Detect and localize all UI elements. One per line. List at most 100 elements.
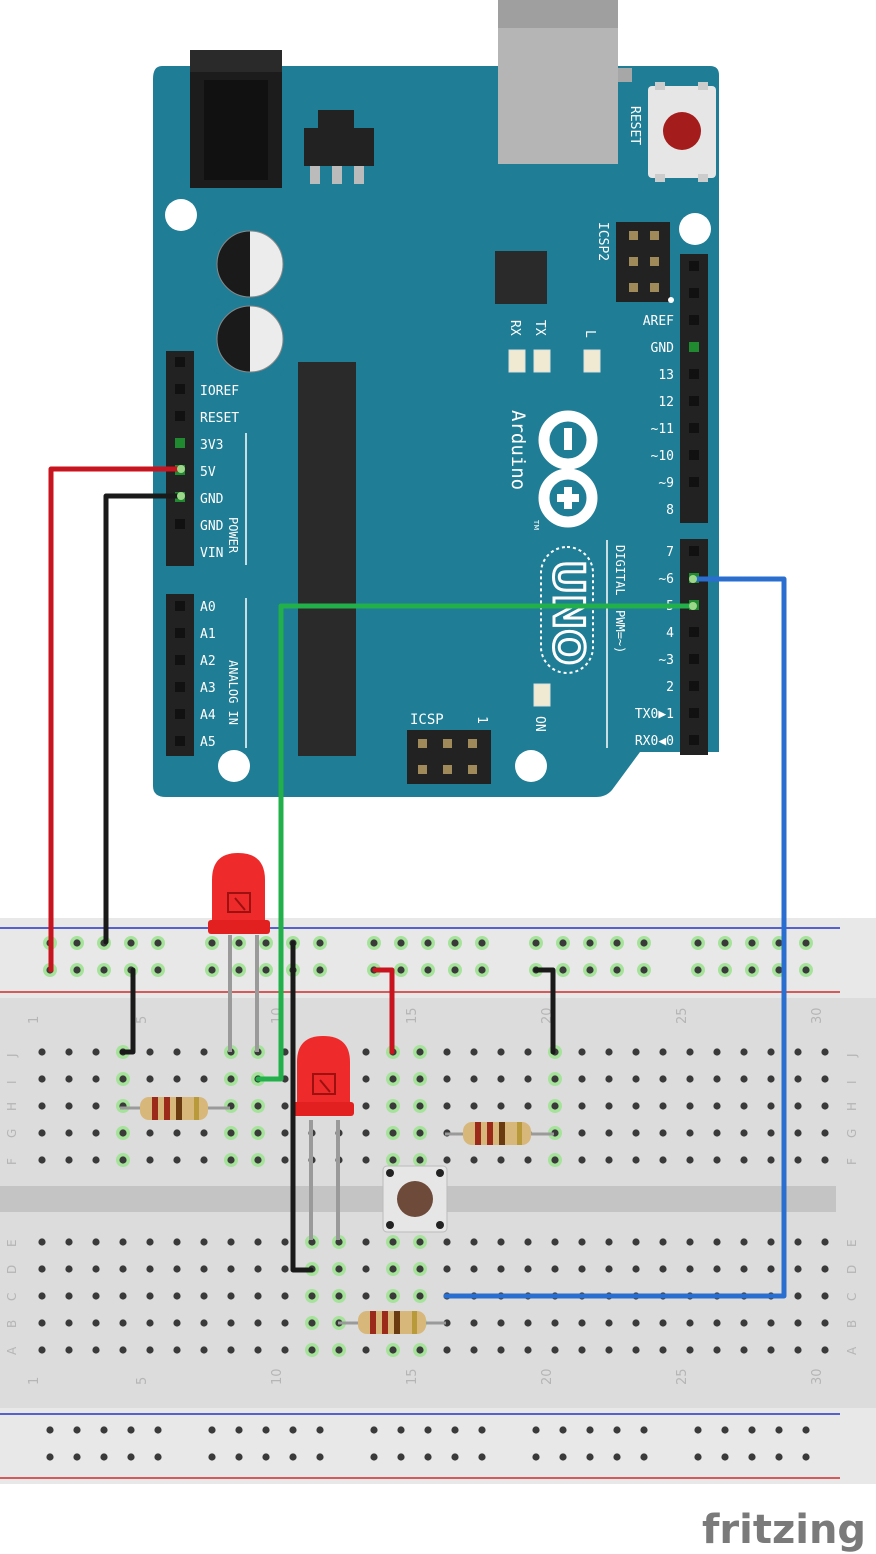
resistor-2 (445, 1122, 554, 1145)
breadboard-hole (308, 1346, 316, 1354)
breadboard-hole (92, 1265, 100, 1273)
row-letter: H (845, 1102, 859, 1111)
row-letter: G (5, 1129, 19, 1138)
row-letter: J (845, 1053, 859, 1058)
analog-section-label: ANALOG IN (226, 660, 240, 725)
breadboard-hole (748, 1453, 756, 1461)
breadboard-hole (694, 939, 702, 947)
breadboard-hole (370, 939, 378, 947)
breadboard-hole (559, 1453, 567, 1461)
digital-section-label: DIGITAL (PWM=~) (613, 545, 627, 653)
breadboard-hole (578, 1319, 586, 1327)
resistor-3 (338, 1311, 446, 1334)
breadboard-hole (173, 1319, 181, 1327)
breadboard-hole (335, 1238, 343, 1246)
breadboard-hole (740, 1129, 748, 1137)
analog-pin-label: A0 (200, 600, 216, 615)
breadboard-hole (524, 1048, 532, 1056)
digital-pin-label: 7 (666, 545, 674, 560)
breadboard-hole (470, 1156, 478, 1164)
wire-green-pin5 (255, 603, 696, 1082)
breadboard-hole (281, 1319, 289, 1327)
breadboard-hole (767, 1048, 775, 1056)
breadboard-hole (362, 1129, 370, 1137)
column-number: 30 (810, 1007, 825, 1024)
breadboard-hole (794, 1265, 802, 1273)
breadboard-hole (632, 1319, 640, 1327)
breadboard-hole (524, 1319, 532, 1327)
breadboard-hole (73, 966, 81, 974)
breadboard-hole (551, 1238, 559, 1246)
breadboard-hole (173, 1048, 181, 1056)
rx-led (508, 349, 526, 373)
breadboard-hole (686, 1129, 694, 1137)
breadboard-hole (559, 1426, 567, 1434)
breadboard-hole (524, 1156, 532, 1164)
breadboard-hole (613, 939, 621, 947)
breadboard-hole (721, 1426, 729, 1434)
pushbutton[interactable] (382, 1165, 448, 1233)
breadboard-hole (200, 1048, 208, 1056)
breadboard-hole (227, 1319, 235, 1327)
breadboard-hole (146, 1238, 154, 1246)
breadboard-hole (551, 1265, 559, 1273)
capacitor (214, 230, 284, 300)
header-pin (689, 288, 699, 298)
breadboard-hole (397, 966, 405, 974)
breadboard-hole (173, 1292, 181, 1300)
breadboard-hole (308, 1319, 316, 1327)
breadboard-hole (38, 1346, 46, 1354)
reset-button[interactable] (648, 82, 716, 182)
breadboard-hole (686, 1048, 694, 1056)
breadboard-hole (721, 1453, 729, 1461)
row-letter: F (5, 1158, 19, 1165)
breadboard-bottom-power-rail (0, 1408, 876, 1484)
breadboard-hole (497, 1075, 505, 1083)
row-letter: C (845, 1293, 859, 1301)
breadboard-hole (794, 1102, 802, 1110)
breadboard-hole (632, 1075, 640, 1083)
row-letter: F (845, 1158, 859, 1165)
arduino-logo (538, 410, 598, 528)
breadboard-hole (578, 1346, 586, 1354)
digital-pin-label: RX0◀0 (635, 734, 674, 749)
column-number: 10 (270, 1368, 285, 1385)
breadboard-hole (821, 1075, 829, 1083)
breadboard-hole (767, 1156, 775, 1164)
breadboard-hole (713, 1075, 721, 1083)
breadboard-hole (659, 1129, 667, 1137)
breadboard-hole (605, 1238, 613, 1246)
breadboard-hole (370, 1453, 378, 1461)
breadboard-hole (262, 1426, 270, 1434)
breadboard-hole (497, 1238, 505, 1246)
usb-chip (495, 251, 547, 304)
analog-header (166, 594, 194, 756)
wire-black-gnd (103, 493, 184, 945)
breadboard-hole (794, 1319, 802, 1327)
breadboard-hole (551, 1346, 559, 1354)
breadboard-hole (740, 1238, 748, 1246)
atmega-chip (298, 362, 356, 756)
icsp-pin1-label: 1 (474, 716, 489, 724)
breadboard-hole (605, 1265, 613, 1273)
breadboard-hole (227, 1265, 235, 1273)
breadboard-hole (362, 1048, 370, 1056)
header-pin (689, 708, 699, 718)
breadboard-hole (65, 1075, 73, 1083)
breadboard-hole (821, 1265, 829, 1273)
row-letter: B (5, 1320, 19, 1328)
header-pin (689, 450, 699, 460)
header-pin (175, 519, 185, 529)
breadboard-hole (640, 1426, 648, 1434)
breadboard-hole (470, 1319, 478, 1327)
breadboard-hole (73, 939, 81, 947)
breadboard-hole (235, 1426, 243, 1434)
breadboard-hole (443, 1102, 451, 1110)
breadboard-hole (748, 939, 756, 947)
header-pin (689, 396, 699, 406)
breadboard-hole (316, 1453, 324, 1461)
breadboard-hole (389, 1129, 397, 1137)
breadboard-hole (200, 1129, 208, 1137)
breadboard-hole (767, 1238, 775, 1246)
breadboard-hole (802, 1426, 810, 1434)
